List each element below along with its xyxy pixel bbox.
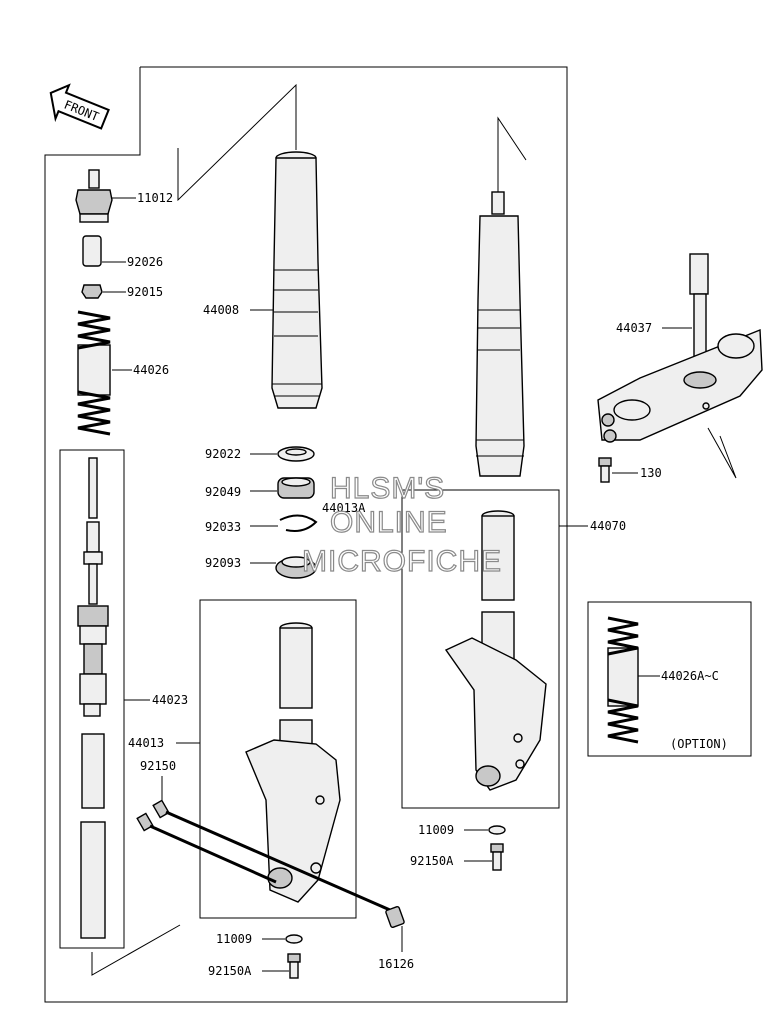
part-11009-washer-a[interactable]: [285, 934, 303, 944]
label-92026: 92026: [127, 255, 163, 269]
label-11009-b: 11009: [418, 823, 454, 837]
part-44023-cartridge[interactable]: [77, 457, 109, 939]
part-44070-fork-assembly-lower[interactable]: [444, 510, 547, 791]
watermark-line-2: ONLINE: [330, 506, 448, 539]
leader-44023-bottom: [91, 924, 181, 976]
label-92015: 92015: [127, 285, 163, 299]
label-92150A-a: 92150A: [208, 964, 252, 978]
box-44023: [59, 449, 125, 949]
leader-44070-top: [497, 116, 527, 192]
main-frame: [44, 66, 568, 1003]
part-11009-washer-b[interactable]: [488, 825, 506, 835]
part-92049-oil-seal[interactable]: [277, 477, 315, 499]
box-44070: [401, 489, 560, 809]
box-44013: [199, 599, 357, 919]
label-92022: 92022: [205, 447, 241, 461]
label-92033: 92033: [205, 520, 241, 534]
part-44008-outer-tube[interactable]: [271, 151, 323, 409]
part-92093-dust-seal[interactable]: [275, 556, 317, 579]
label-92049: 92049: [205, 485, 241, 499]
label-92093: 92093: [205, 556, 241, 570]
part-44070-fork-assembly-upper[interactable]: [475, 191, 525, 477]
label-44026AC: 44026A~C: [661, 669, 719, 683]
part-92150A-bolt-b[interactable]: [490, 843, 504, 871]
label-11012: 11012: [137, 191, 173, 205]
part-92015-nut[interactable]: [81, 284, 103, 299]
part-44026AC-option-spring[interactable]: [607, 616, 639, 744]
label-44023: 44023: [152, 693, 188, 707]
watermark-line-3: MICROFICHE: [302, 545, 502, 578]
leader-44037-right: [707, 427, 737, 479]
label-44013A: 44013A: [322, 501, 366, 515]
part-92022-washer[interactable]: [277, 446, 315, 462]
label-130: 130: [640, 466, 662, 480]
leader-44008-top: [177, 83, 297, 202]
part-44037-steering-stem[interactable]: [597, 253, 763, 443]
label-44008: 44008: [203, 303, 239, 317]
part-11012-top-cap[interactable]: [75, 169, 113, 223]
label-92150A-b: 92150A: [410, 854, 454, 868]
watermark-line-1: HLSM'S: [330, 472, 445, 505]
label-44026: 44026: [133, 363, 169, 377]
part-92150-long-bolts[interactable]: [136, 799, 391, 912]
front-arrow-icon: FRONT: [49, 83, 110, 130]
part-44026-spring[interactable]: [77, 310, 111, 436]
label-option: (OPTION): [670, 737, 728, 751]
part-130-bolt[interactable]: [598, 457, 612, 483]
label-16126: 16126: [378, 957, 414, 971]
box-option: [587, 601, 752, 757]
label-44037: 44037: [616, 321, 652, 335]
label-11009-a: 11009: [216, 932, 252, 946]
part-92026-collar[interactable]: [82, 235, 102, 267]
part-16126-drain-bolt[interactable]: [385, 906, 405, 928]
label-44013: 44013: [128, 736, 164, 750]
part-92033-circlip[interactable]: [279, 514, 318, 532]
part-92150A-bolt-a[interactable]: [287, 953, 301, 979]
label-44070: 44070: [590, 519, 626, 533]
part-44013-inner-tube[interactable]: [245, 622, 341, 903]
label-92150: 92150: [140, 759, 176, 773]
